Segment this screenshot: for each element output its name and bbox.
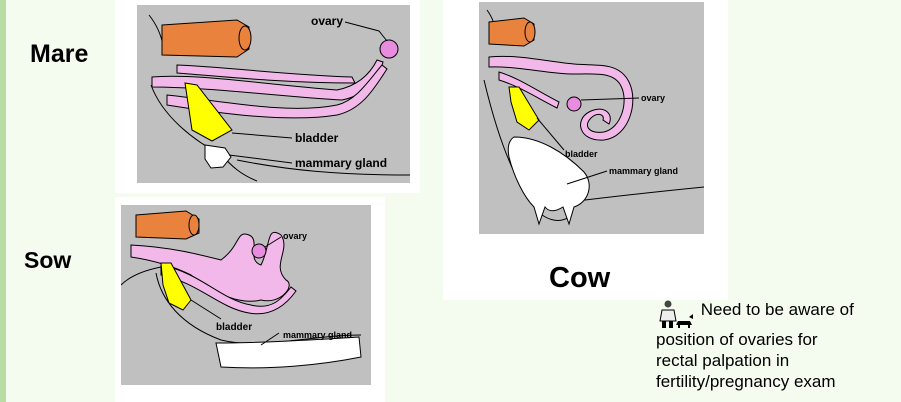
mare-mammary-label: mammary gland [295, 156, 387, 170]
cow-title: Cow [549, 262, 611, 294]
cow-bladder [508, 86, 540, 131]
mare-ovary-label: ovary [311, 14, 343, 28]
cow-mammary-gland [507, 136, 590, 226]
sow-title: Sow [24, 247, 72, 273]
sow-ovary [251, 243, 267, 259]
cow-diagram: ovary bladder mammary gland [479, 2, 704, 234]
sow-mammary-gland [215, 336, 362, 369]
mare-bladder-label: bladder [295, 131, 339, 145]
cow-bladder-label: bladder [565, 149, 598, 159]
left-accent-bar [0, 0, 6, 402]
cow-rectum [488, 17, 535, 47]
sow-bladder [160, 262, 192, 311]
sow-bladder-label: bladder [216, 322, 252, 333]
sow-diagram: ovary bladder mammary gland [121, 205, 371, 385]
mare-tract [151, 59, 384, 101]
mare-diagram: ovary bladder mammary gland [137, 5, 410, 183]
veterinarian-with-animals-icon [659, 300, 693, 328]
mare-bladder [184, 82, 233, 142]
sow-rectum [135, 210, 200, 240]
cow-ovary-label: ovary [641, 93, 665, 103]
mare-rectum [161, 19, 250, 58]
cow-mammary-label: mammary gland [609, 166, 678, 176]
note-line-2: position of ovaries for [656, 330, 818, 349]
cow-tract [488, 55, 634, 141]
mare-title: Mare [30, 40, 89, 68]
note-line-1: Need to be aware of [700, 300, 854, 319]
note-line-4: fertility/pregnancy exam [656, 372, 836, 391]
note-line-3: rectal palpation in [656, 351, 790, 370]
mare-ovary [379, 39, 399, 59]
mare-mammary-gland [204, 144, 232, 169]
cow-ovary [566, 96, 582, 112]
sow-ovary-label: ovary [283, 231, 307, 241]
sow-mammary-label: mammary gland [283, 330, 352, 340]
note-text-block: Need to be aware of position of ovaries … [656, 299, 896, 392]
